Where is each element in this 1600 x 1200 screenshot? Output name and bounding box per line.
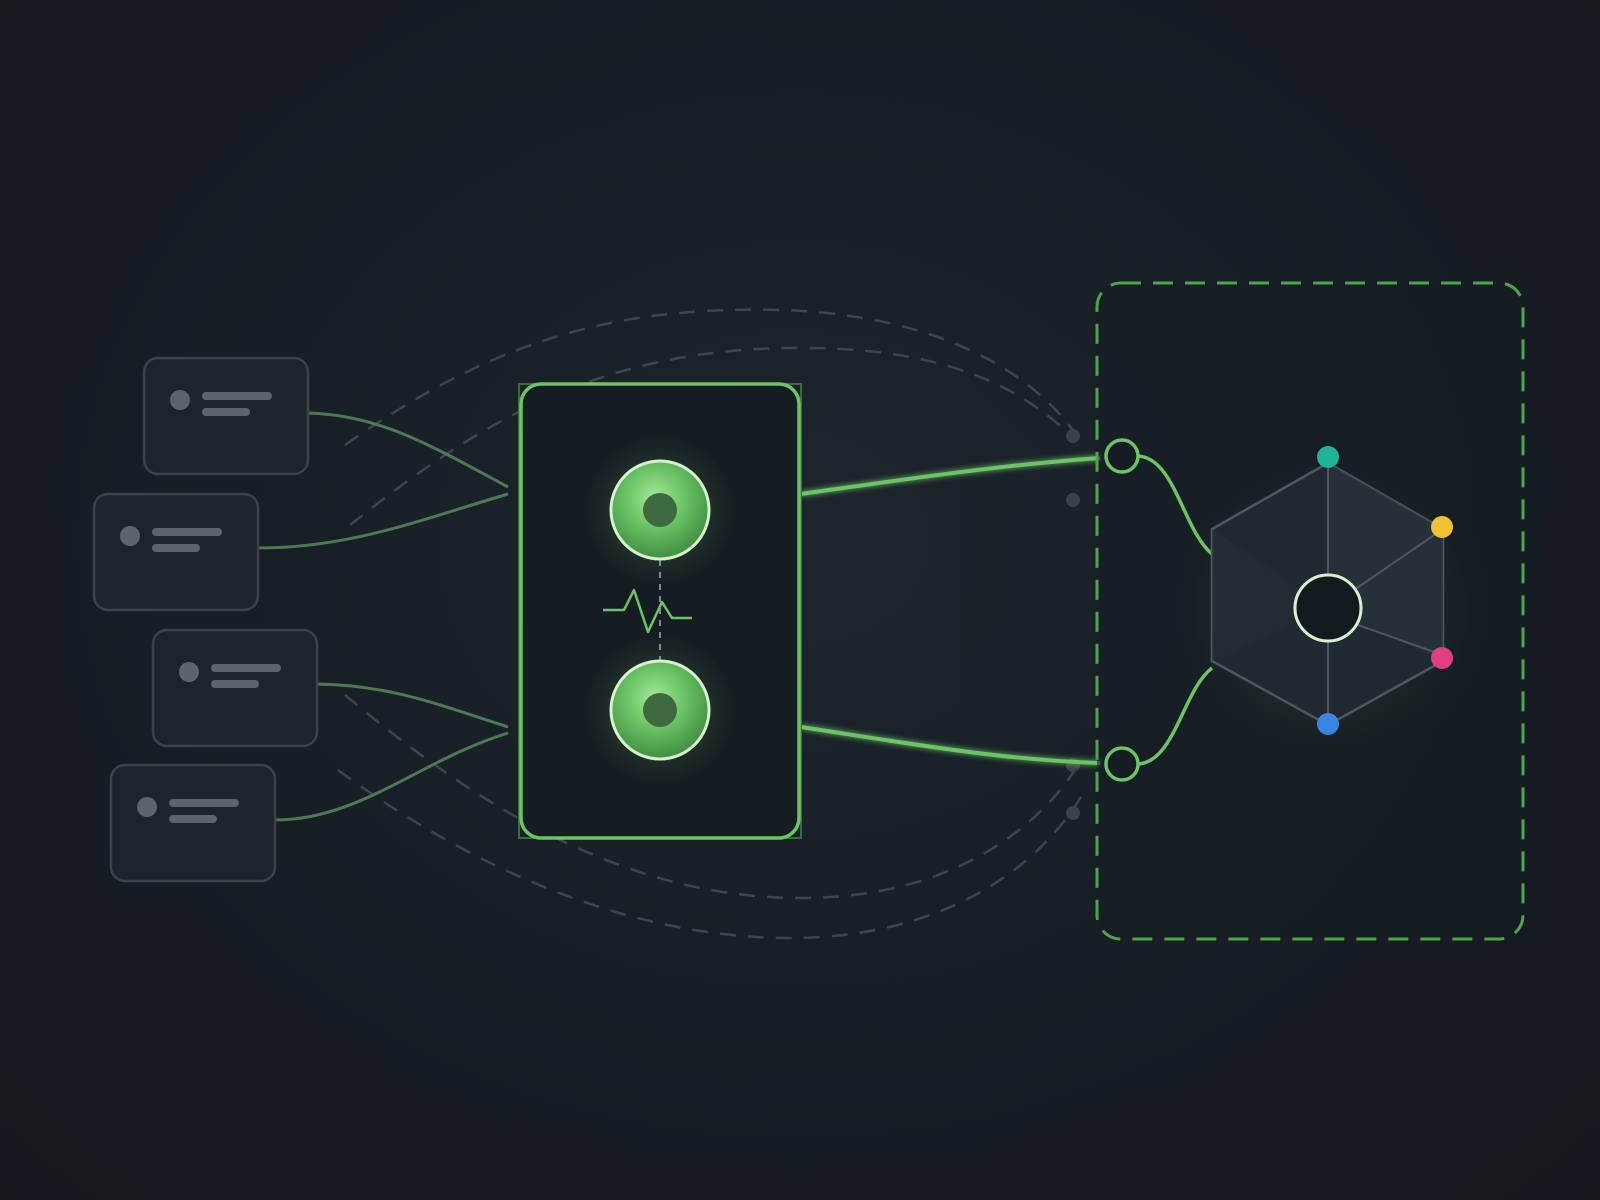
dashed-arc-bottom-inner [344, 694, 1077, 900]
input-card[interactable] [92, 492, 260, 612]
orb-core [643, 493, 677, 527]
card-avatar-dot [137, 797, 157, 817]
hub-node-teal[interactable] [1317, 446, 1339, 468]
hub-spoke [1357, 624, 1444, 656]
card-avatar-dot [179, 662, 199, 682]
output-connector-bottom [800, 725, 1101, 765]
card-text-line [169, 815, 217, 823]
connector-ring-top[interactable] [1104, 438, 1140, 474]
card-text-line [211, 664, 281, 672]
background-panel [960, 480, 1070, 760]
input-card[interactable] [151, 628, 319, 748]
hub-facet [1212, 529, 1328, 661]
output-connector-top [800, 456, 1101, 496]
ring-connector-icon [1104, 746, 1140, 782]
ghost-port-dot [1066, 429, 1080, 443]
output-connectors [800, 456, 1101, 765]
hub-spokes [1327, 463, 1444, 725]
card-text-line [211, 680, 259, 688]
core-node-top[interactable] [585, 435, 735, 585]
network-hub[interactable] [1210, 446, 1453, 735]
core-node-bottom[interactable] [585, 635, 735, 785]
card-text-line [202, 408, 250, 416]
card-avatar-dot [170, 390, 190, 410]
hub-spoke [1353, 528, 1444, 591]
ghost-port-dot [1066, 493, 1080, 507]
card-avatar-dot [120, 526, 140, 546]
dashed-arc-bottom-outer [337, 768, 1087, 940]
input-connector-4 [274, 731, 509, 822]
background-dashed-arcs [337, 308, 1087, 940]
core-processor[interactable] [518, 382, 802, 840]
input-connector-1 [307, 411, 509, 489]
ghost-port-dot [1066, 806, 1080, 820]
card-text-line [202, 392, 272, 400]
hub-links [1137, 454, 1214, 766]
hub-node-blue[interactable] [1317, 713, 1339, 735]
hub-node-yellow[interactable] [1431, 516, 1453, 538]
hub-link-top [1137, 454, 1214, 556]
hub-link-bottom [1137, 666, 1214, 766]
input-card[interactable] [142, 356, 310, 476]
hub-node-pink[interactable] [1431, 647, 1453, 669]
heartbeat-waveform-icon [603, 588, 692, 634]
connector-ring-bottom[interactable] [1104, 746, 1140, 782]
card-text-line [169, 799, 239, 807]
card-text-line [152, 544, 200, 552]
ring-connector-icon [1104, 438, 1140, 474]
hub-center-node[interactable] [1293, 573, 1363, 643]
orb-core [643, 693, 677, 727]
card-text-line [152, 528, 222, 536]
input-card[interactable] [109, 763, 277, 883]
input-connector-3 [316, 682, 509, 729]
input-connector-2 [257, 492, 509, 550]
dashed-arc-top-outer [344, 308, 1082, 447]
input-connectors [257, 411, 509, 822]
